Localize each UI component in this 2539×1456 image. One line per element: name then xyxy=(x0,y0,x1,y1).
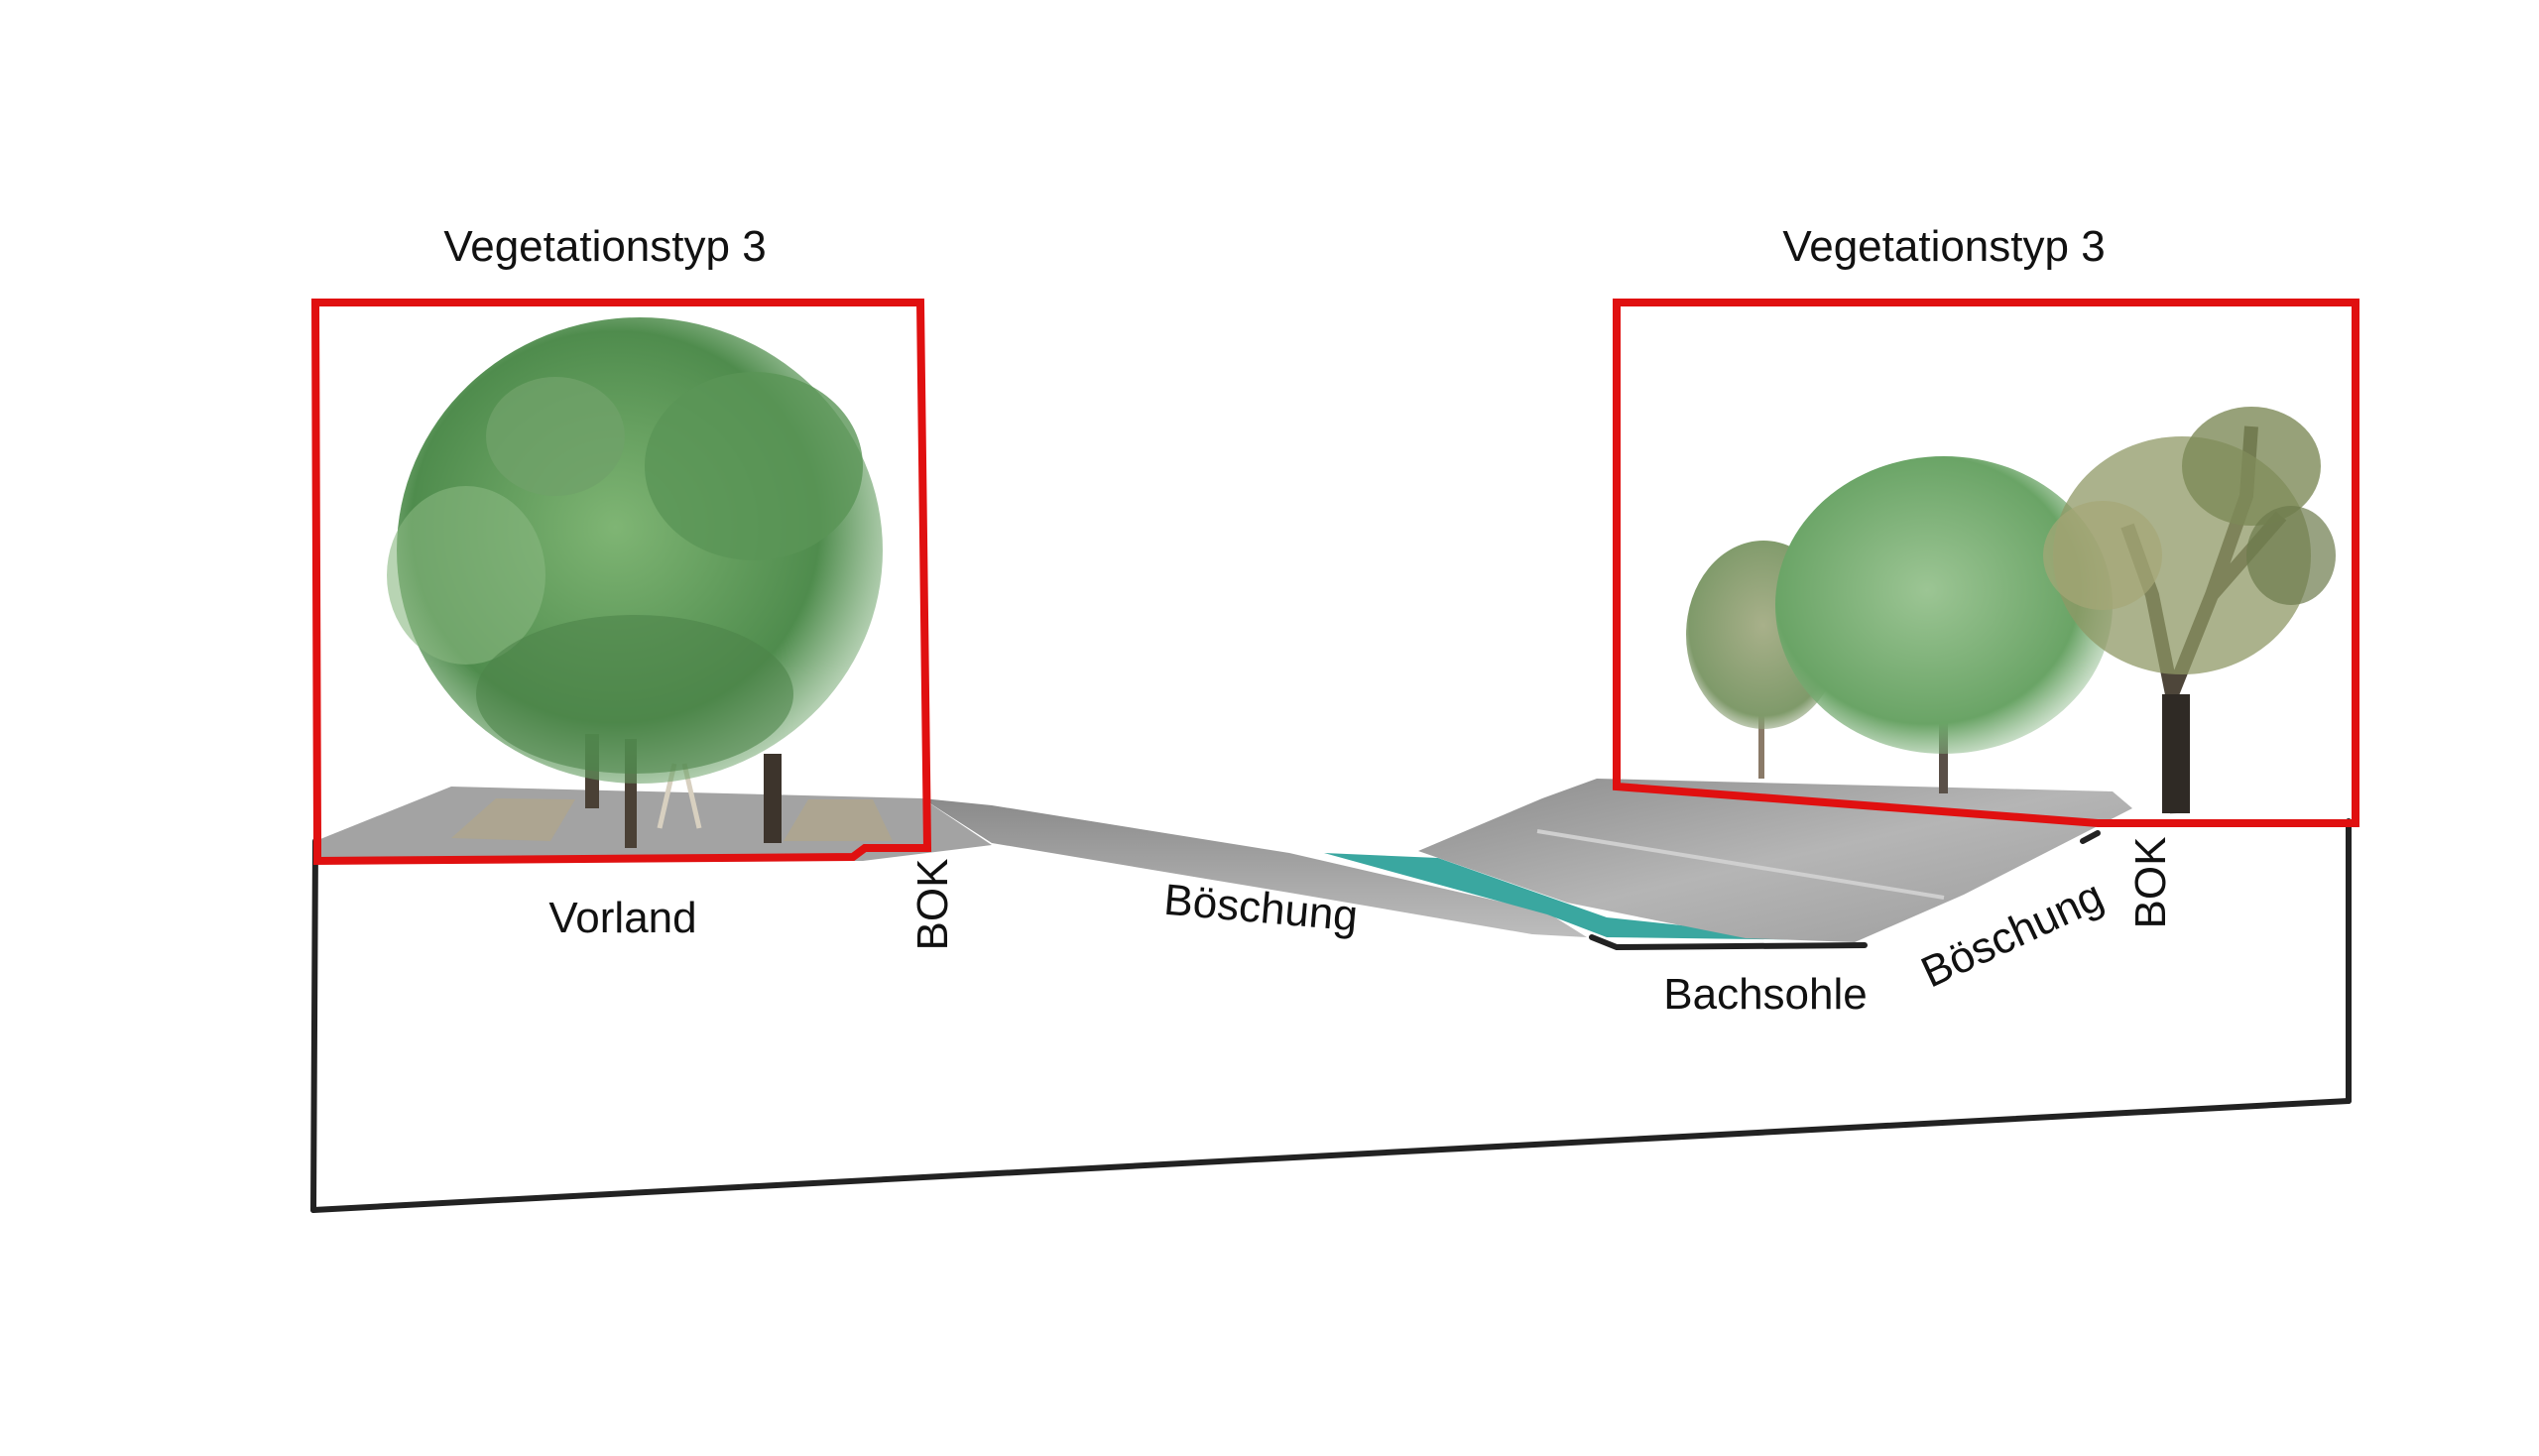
section-bottom-edge xyxy=(310,1098,2352,1213)
right-bank-surface xyxy=(1418,779,2132,942)
bed-outline xyxy=(1589,934,1868,951)
tree-crown-medium xyxy=(1775,456,2113,754)
surface-line xyxy=(1536,829,1945,900)
tree-crown-detail xyxy=(2246,506,2336,605)
embankment-left-surface xyxy=(922,798,1587,937)
tree-group-right xyxy=(1686,407,2336,814)
foreland-label: Vorland xyxy=(548,894,696,942)
bok-label-left: BOK xyxy=(908,859,957,951)
tree-trunk xyxy=(2162,694,2190,813)
vegetation-label-right: Vegetationstyp 3 xyxy=(1782,222,2105,271)
tree-crown-detail xyxy=(476,615,793,774)
tree-crown-detail xyxy=(645,372,863,560)
tree-group-left xyxy=(387,317,883,848)
bank-edge-mark xyxy=(2080,830,2101,844)
tree-trunk xyxy=(764,754,782,843)
tree-crown-detail xyxy=(2182,407,2321,526)
foreland-strip xyxy=(451,798,575,841)
water-surface xyxy=(1324,853,1835,940)
tree-crown-detail xyxy=(2043,501,2162,610)
vegetation-frame-right xyxy=(1613,299,2359,827)
foreland-strip-2 xyxy=(784,799,893,841)
vegetation-label-left: Vegetationstyp 3 xyxy=(443,222,766,271)
tree-crown-detail xyxy=(387,486,545,665)
section-left-edge xyxy=(310,838,318,1213)
terrain-surface xyxy=(315,779,2132,942)
vegetation-frame-left xyxy=(310,299,932,866)
bok-label-right: BOK xyxy=(2126,837,2175,929)
tree-trunk xyxy=(1758,694,1764,779)
section-outline xyxy=(310,818,2352,1213)
tree-crown-detail xyxy=(486,377,625,496)
streambed-label: Bachsohle xyxy=(1663,970,1867,1019)
